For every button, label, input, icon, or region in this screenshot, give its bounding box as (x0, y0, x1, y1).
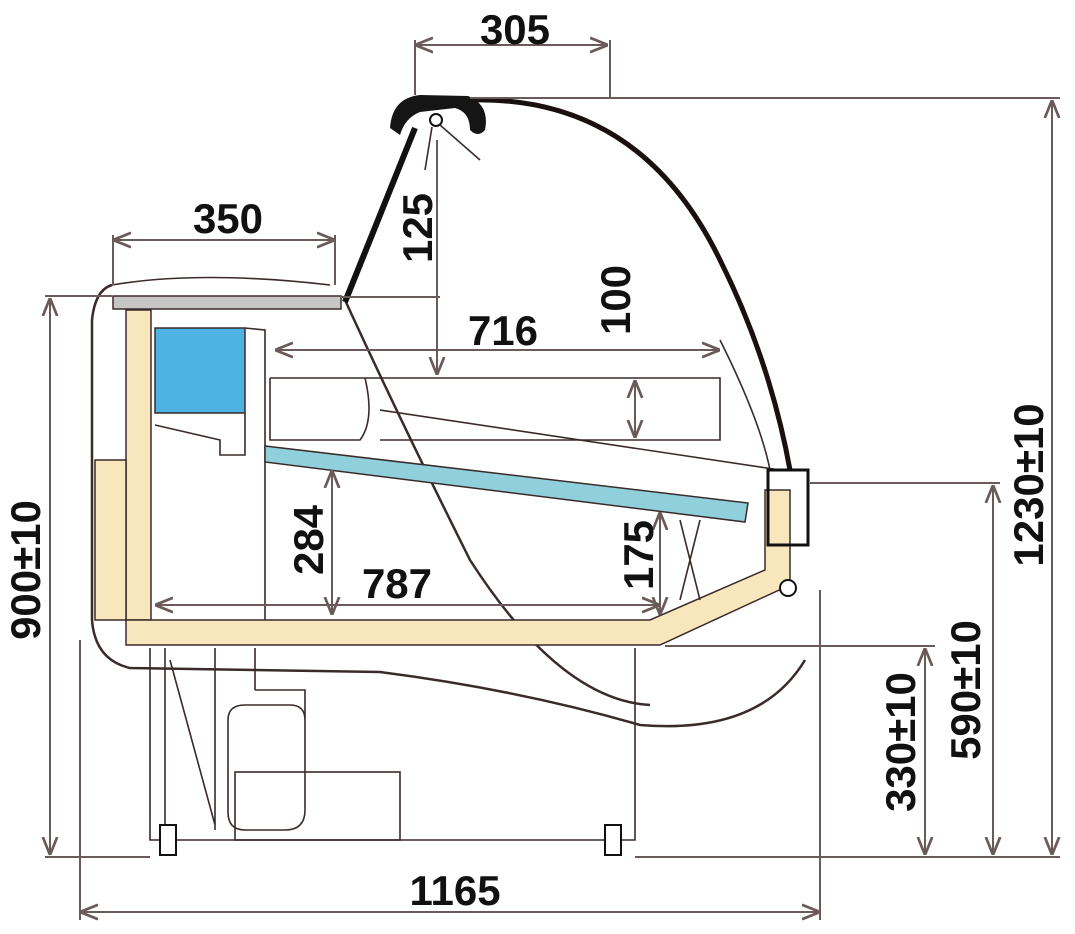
case-body-outline (90, 283, 807, 728)
glass-shelf (264, 445, 749, 523)
dim-top-lamp-width: 305 (480, 6, 550, 53)
dim-total-height: 1230±10 (1005, 403, 1052, 566)
dim-total-depth: 1165 (409, 867, 500, 914)
dim-top-shelf-depth: 350 (193, 195, 263, 242)
rear-glass (342, 126, 418, 304)
frame-rear-post (125, 309, 152, 621)
curved-glass (469, 97, 793, 471)
frame-rear-block (94, 459, 127, 621)
leg-front (604, 824, 622, 856)
evaporator-unit (154, 327, 246, 414)
front-hinge (779, 579, 797, 597)
frame-bottom-tub (125, 489, 791, 646)
dim-counter-height: 900±10 (2, 500, 49, 640)
dim-lower-width: 787 (362, 560, 432, 607)
dim-upper-width: 716 (468, 307, 538, 354)
lamp-housing-icon (390, 95, 486, 135)
dim-lower-height-rear: 284 (285, 504, 332, 575)
upper-tray (269, 377, 721, 441)
base-frame (149, 648, 636, 841)
leg-rear (159, 824, 177, 856)
dim-lower-height-front: 175 (615, 520, 662, 590)
top-shelf (112, 295, 342, 310)
case-rear-curve (111, 276, 331, 286)
air-grille (766, 468, 810, 547)
dim-front-height: 590±10 (942, 620, 989, 760)
lamp-bulb-icon (429, 113, 443, 127)
front-glass-lower (343, 299, 651, 707)
compressor (227, 689, 306, 831)
inner-glass-curve (719, 339, 771, 471)
dim-upper-height: 100 (592, 265, 639, 335)
electrical-box (234, 771, 401, 841)
dim-base-height: 330±10 (877, 672, 924, 812)
dim-lamp-height: 125 (394, 193, 441, 263)
